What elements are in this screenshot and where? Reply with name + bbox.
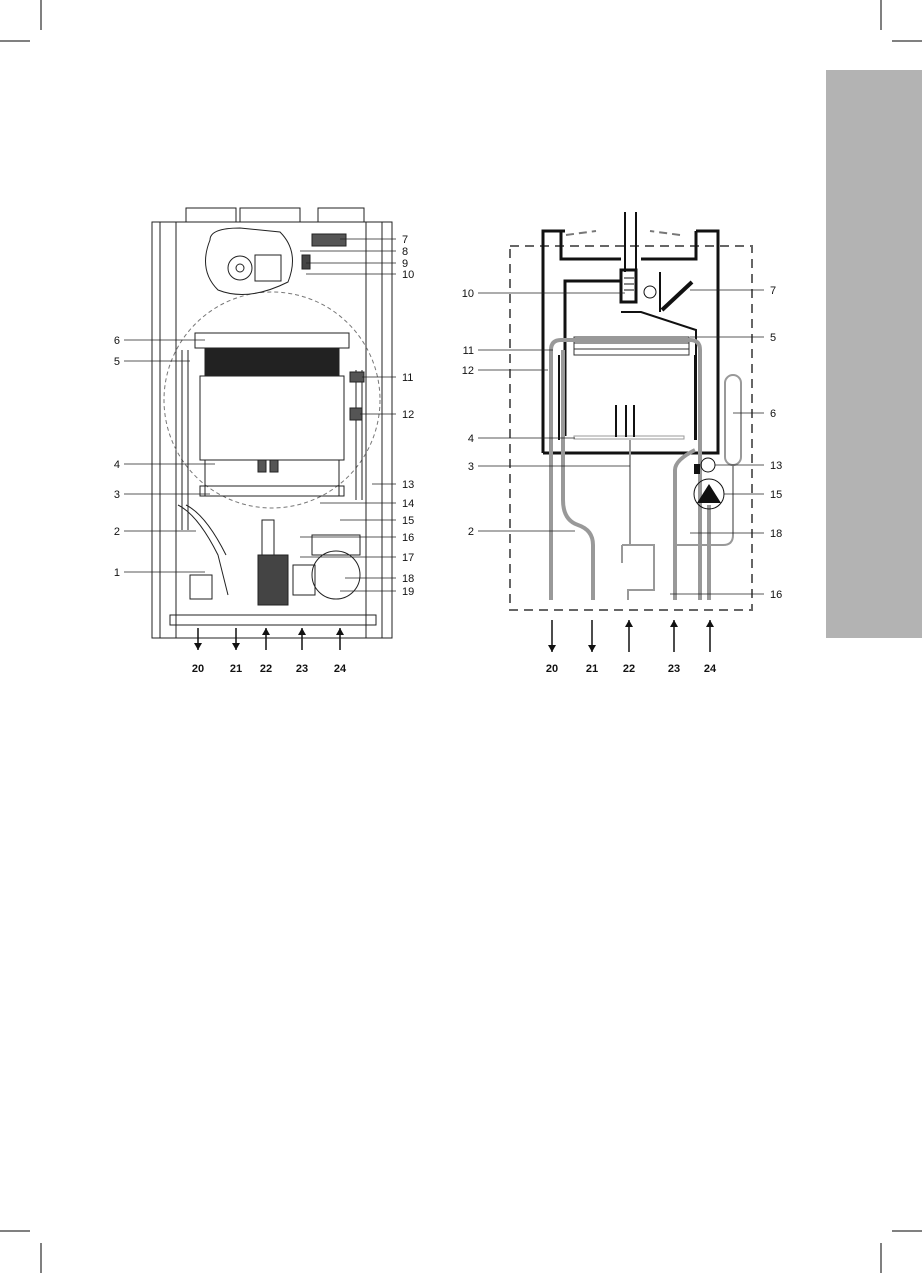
callout-label: 11 bbox=[463, 345, 474, 357]
callout-label: 3 bbox=[468, 461, 474, 473]
arrow-up-icon bbox=[298, 628, 306, 635]
callout-label: 4 bbox=[114, 459, 120, 471]
connection-label: 24 bbox=[704, 663, 717, 675]
callout-label: 17 bbox=[402, 552, 414, 564]
schematic-callouts: 10 11 12 4 3 2 7 5 6 13 15 18 16 20 21 22 23 24 bbox=[462, 285, 783, 675]
callout-label: 15 bbox=[770, 489, 782, 501]
callout-label: 1 bbox=[114, 567, 120, 579]
callout-label: 16 bbox=[770, 589, 782, 601]
arrow-up-icon bbox=[336, 628, 344, 635]
arrow-up-icon bbox=[262, 628, 270, 635]
connection-label: 23 bbox=[668, 663, 680, 675]
arrow-down-icon bbox=[232, 643, 240, 650]
callout-label: 6 bbox=[114, 335, 120, 347]
callout-label: 4 bbox=[468, 433, 474, 445]
callout-label: 8 bbox=[402, 246, 408, 258]
arrow-down-icon bbox=[548, 645, 556, 652]
callout-label: 11 bbox=[402, 372, 413, 384]
arrow-up-icon bbox=[706, 620, 714, 627]
callout-label: 10 bbox=[462, 288, 474, 300]
callout-label: 13 bbox=[770, 460, 782, 472]
connection-label: 20 bbox=[546, 663, 558, 675]
boiler-schematic bbox=[509, 212, 753, 611]
connection-label: 20 bbox=[192, 663, 204, 675]
arrow-up-icon bbox=[670, 620, 678, 627]
callout-label: 18 bbox=[402, 573, 414, 585]
callout-label: 10 bbox=[402, 269, 414, 281]
callout-label: 7 bbox=[402, 234, 408, 246]
callout-label: 16 bbox=[402, 532, 414, 544]
callout-label: 9 bbox=[402, 258, 408, 270]
callout-label: 5 bbox=[770, 332, 776, 344]
callout-label: 14 bbox=[402, 498, 414, 510]
connection-label: 21 bbox=[230, 663, 242, 675]
side-tab bbox=[826, 70, 922, 638]
callout-label: 15 bbox=[402, 515, 414, 527]
connection-label: 22 bbox=[623, 663, 635, 675]
callout-label: 3 bbox=[114, 489, 120, 501]
connection-label: 21 bbox=[586, 663, 598, 675]
arrow-down-icon bbox=[194, 643, 202, 650]
callout-label: 2 bbox=[114, 526, 120, 538]
callout-label: 2 bbox=[468, 526, 474, 538]
arrow-down-icon bbox=[588, 645, 596, 652]
boiler-front-view bbox=[151, 207, 393, 639]
connection-label: 22 bbox=[260, 663, 272, 675]
arrow-up-icon bbox=[625, 620, 633, 627]
callout-label: 13 bbox=[402, 479, 414, 491]
callout-label: 12 bbox=[402, 409, 414, 421]
callout-label: 6 bbox=[770, 408, 776, 420]
callout-label: 12 bbox=[462, 365, 474, 377]
connection-label: 24 bbox=[334, 663, 347, 675]
callout-label: 5 bbox=[114, 356, 120, 368]
callout-label: 19 bbox=[402, 586, 414, 598]
callout-label: 18 bbox=[770, 528, 782, 540]
connection-label: 23 bbox=[296, 663, 308, 675]
callout-label: 7 bbox=[770, 285, 776, 297]
